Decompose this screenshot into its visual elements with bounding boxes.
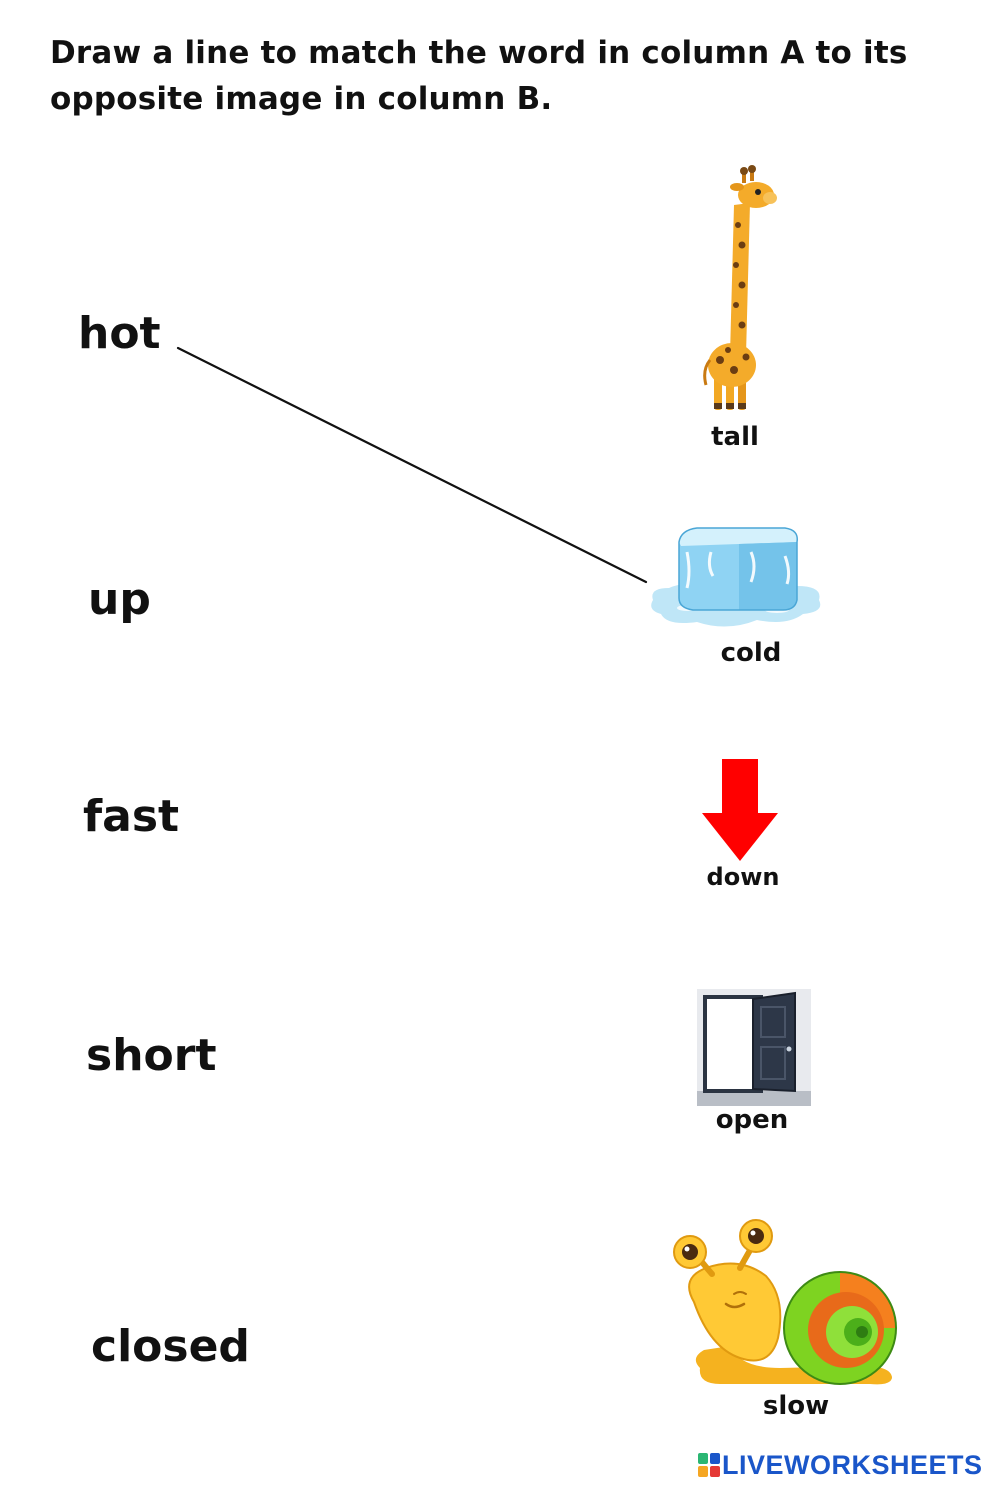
logo-text: LIVEWORKSHEETS (722, 1449, 983, 1480)
down-arrow-icon[interactable] (700, 757, 780, 863)
caption-down: down (706, 863, 780, 891)
ice-cube-icon[interactable] (647, 522, 827, 640)
instructions-text: Draw a line to match the word in column … (50, 35, 908, 117)
word-hot[interactable]: hot (78, 308, 161, 359)
open-door-icon[interactable] (697, 989, 811, 1106)
word-fast[interactable]: fast (83, 791, 180, 842)
giraffe-icon[interactable] (690, 165, 785, 415)
word-closed[interactable]: closed (91, 1321, 250, 1372)
snail-icon[interactable] (670, 1218, 898, 1388)
liveworksheets-logo: LIVEWORKSHEETS (698, 1450, 983, 1480)
word-up[interactable]: up (88, 574, 151, 625)
caption-slow: slow (762, 1391, 830, 1421)
caption-tall: tall (711, 422, 759, 452)
caption-cold: cold (720, 638, 782, 668)
logo-badge-icon (698, 1453, 720, 1477)
word-short[interactable]: short (86, 1030, 217, 1081)
caption-open: open (715, 1105, 789, 1135)
